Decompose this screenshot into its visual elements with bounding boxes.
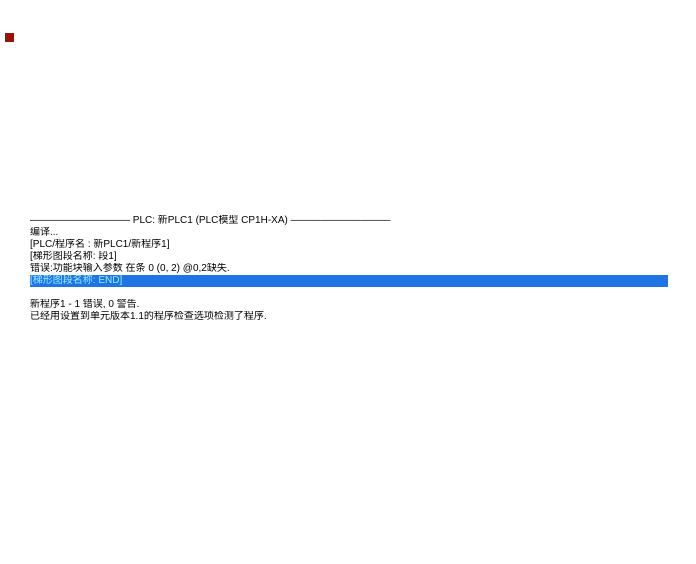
red-square-marker [5, 33, 14, 42]
output-line-selected[interactable]: [梯形图段名称: END] [30, 275, 668, 287]
output-line[interactable]: —————————— PLC: 新PLC1 (PLC模型 CP1H-XA) ——… [30, 215, 391, 226]
output-line[interactable]: 新程序1 - 1 错误, 0 警告. [30, 299, 140, 310]
output-line[interactable]: 错误:功能块输入参数 在条 0 (0, 2) @0,2缺失. [30, 263, 230, 274]
output-line[interactable]: [PLC/程序名 : 新PLC1/新程序1] [30, 239, 170, 250]
output-line[interactable]: [梯形图段名称: 段1] [30, 251, 117, 262]
output-line[interactable]: 已经用设置到单元版本1.1的程序检查选项检测了程序. [30, 311, 267, 322]
compile-output-log: —————————— PLC: 新PLC1 (PLC模型 CP1H-XA) ——… [30, 215, 668, 323]
output-line[interactable]: 编译... [30, 227, 59, 238]
output-line-blank [30, 287, 668, 299]
